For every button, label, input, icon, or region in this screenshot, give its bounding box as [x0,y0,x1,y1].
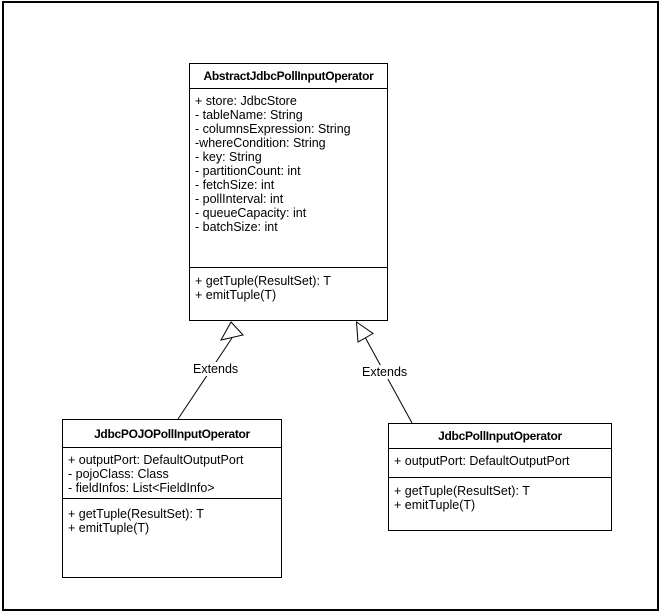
class-title: JdbcPOJOPollInputOperator [94,426,250,441]
attributes-compartment: + outputPort: DefaultOutputPort - pojoCl… [63,447,281,498]
class-jdbc-pojo-poll-input-operator: JdbcPOJOPollInputOperator + outputPort: … [62,419,282,578]
inheritance-arrow-icon [220,321,244,341]
attribute-line: - columnsExpression: String [195,122,351,136]
attribute-line: + store: JdbcStore [195,94,297,108]
attributes-compartment: + outputPort: DefaultOutputPort [389,448,611,477]
attribute-line: - queueCapacity: int [195,206,307,220]
class-title: AbstractJdbcPollInputOperator [203,69,374,83]
attribute-line: - partitionCount: int [195,164,301,178]
inheritance-line [177,337,233,420]
method-line: + getTuple(ResultSet): T [394,484,530,498]
class-jdbc-poll-input-operator: JdbcPollInputOperator + outputPort: Defa… [388,423,612,531]
attribute-line: - tableName: String [195,108,303,122]
inheritance-arrow-icon [355,320,374,343]
attribute-line: - batchSize: int [195,220,278,234]
extends-label: Extends [191,362,241,376]
attribute-line: - fieldInfos: List<FieldInfo> [68,481,215,495]
attribute-line: - pojoClass: Class [68,467,169,481]
attribute-line: - pollInterval: int [195,192,284,206]
inheritance-line [365,337,413,424]
methods-compartment: + getTuple(ResultSet): T + emitTuple(T) [63,498,281,577]
method-line: + getTuple(ResultSet): T [195,274,331,288]
attributes-compartment: + store: JdbcStore - tableName: String -… [190,88,387,267]
attribute-line: + outputPort: DefaultOutputPort [68,453,244,467]
attribute-line: - fetchSize: int [195,178,275,192]
class-title: JdbcPollInputOperator [438,429,562,443]
extends-label: Extends [360,365,410,379]
attribute-line: -whereCondition: String [195,136,326,150]
attribute-line: - key: String [195,150,262,164]
methods-compartment: + getTuple(ResultSet): T + emitTuple(T) [190,267,387,320]
attribute-line: + outputPort: DefaultOutputPort [394,454,570,468]
method-line: + emitTuple(T) [394,498,476,512]
method-line: + getTuple(ResultSet): T [68,507,204,521]
class-abstract-jdbc-poll-input-operator: AbstractJdbcPollInputOperator + store: J… [189,63,388,321]
method-line: + emitTuple(T) [68,521,150,535]
methods-compartment: + getTuple(ResultSet): T + emitTuple(T) [389,477,611,530]
method-line: + emitTuple(T) [195,288,277,302]
